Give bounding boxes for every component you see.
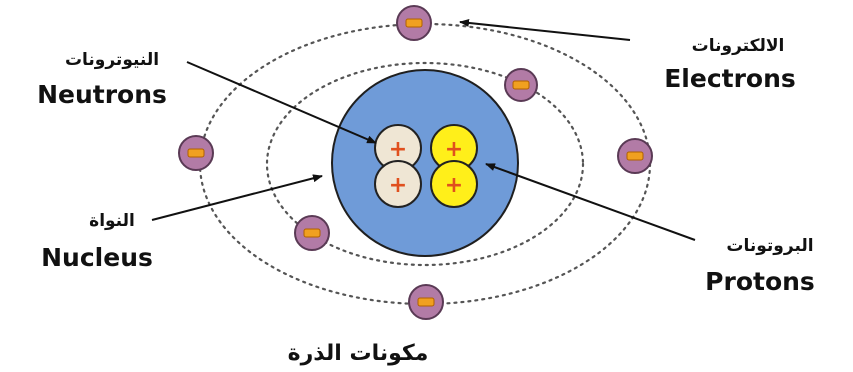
proton-mark: +: [445, 173, 463, 198]
neutron: +: [374, 160, 422, 208]
inner-orbit: [265, 61, 585, 267]
nucleus-label-ar: النواة: [89, 211, 135, 231]
neutrons-arrow: [186, 61, 377, 144]
electron: [178, 135, 214, 171]
caption: مكونات الذرة: [288, 341, 429, 366]
nucleus-label-en: Nucleus: [41, 243, 153, 272]
neutron-mark: +: [389, 137, 407, 162]
electron: [396, 5, 432, 41]
electrons-label-ar: الالكترونات: [692, 36, 785, 56]
protons-label-en: Protons: [705, 267, 815, 296]
nucleus-arrow: [151, 174, 323, 221]
proton: +: [430, 124, 478, 172]
neutrons-label-en: Neutrons: [37, 80, 167, 109]
electron: [504, 68, 538, 102]
proton: +: [430, 160, 478, 208]
electron: [294, 215, 330, 251]
electron: [617, 138, 653, 174]
protons-arrow: [485, 163, 696, 241]
neutrons-label-ar: النيوترونات: [65, 50, 159, 70]
protons-label-ar: البروتونات: [726, 236, 813, 256]
neutron-mark: +: [389, 173, 407, 198]
electrons-label-en: Electrons: [664, 64, 796, 93]
nucleus: [331, 69, 519, 257]
proton-mark: +: [445, 137, 463, 162]
electron: [408, 284, 444, 320]
electrons-arrow: [459, 18, 631, 41]
